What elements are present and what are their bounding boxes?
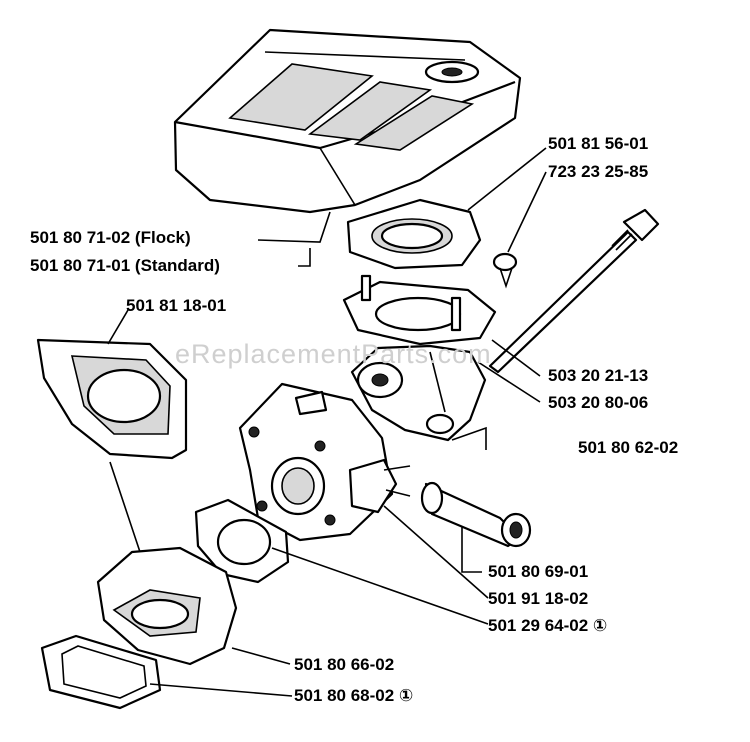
part-label-501807101: 501 80 71-01 (Standard) (30, 256, 220, 275)
flange-gasket-part (342, 274, 497, 346)
choke-rod-part (488, 208, 660, 374)
cover-gasket-part (346, 198, 482, 270)
part-label-503202113: 503 20 21-13 (548, 366, 649, 385)
bottom-gasket-part (40, 634, 162, 710)
carburetor-part (238, 382, 411, 542)
sleeve-part (420, 481, 532, 548)
part-label-501815601: 501 81 56-01 (548, 134, 649, 153)
part-label-501806202: 501 80 62-02 (578, 438, 679, 457)
leader-lines (107, 147, 547, 697)
part-label-501296402: 501 29 64-02 ① (488, 616, 608, 635)
air-horn-part (96, 546, 238, 666)
part-label-501911802: 501 91 18-02 (488, 589, 589, 608)
part-label-501806802: 501 80 68-02 ① (294, 686, 414, 705)
part-label-723232585: 723 23 25-85 (548, 162, 649, 181)
carb-gasket-part (194, 498, 290, 584)
part-label-501811801: 501 81 18-01 (126, 296, 227, 315)
watermark-text: eReplacementParts.com (175, 339, 492, 369)
air-filter-cover-part (173, 28, 522, 214)
part-label-501806901: 501 80 69-01 (488, 562, 589, 581)
part-label-501806602: 501 80 66-02 (294, 655, 395, 674)
intake-adapter-part (350, 344, 487, 442)
screw-part (492, 252, 518, 289)
air-filter-part (36, 338, 188, 460)
part-label-501807102: 501 80 71-02 (Flock) (30, 228, 191, 247)
part-label-503208006: 503 20 80-06 (548, 393, 649, 412)
